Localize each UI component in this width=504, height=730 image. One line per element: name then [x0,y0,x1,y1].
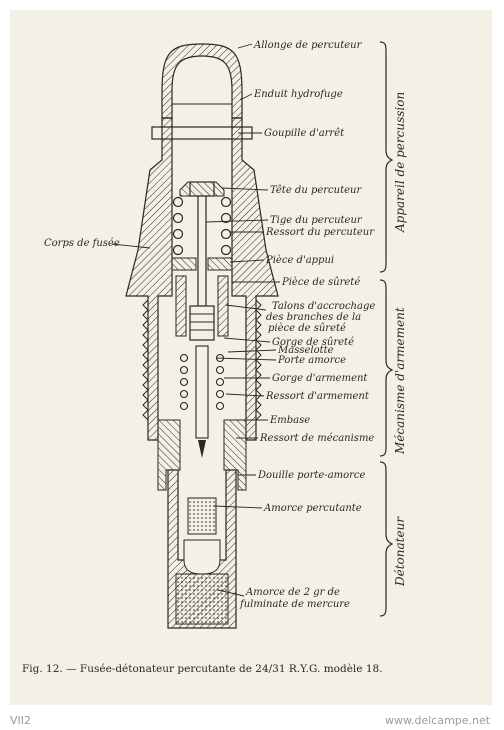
label-corps-de-fusee: Corps de fusée [44,238,120,249]
footer-watermark: www.delcampe.net [385,714,491,727]
label-piece-d-appui: Pièce d'appui [265,255,334,266]
label-gorge-de-surete: Gorge de sûreté [272,337,354,348]
label-piece-de-surete-2: pièce de sûreté [268,323,346,334]
label-ressort-d-armement: Ressort d'armement [265,391,370,402]
label-tige-du-percuteur: Tige du percuteur [270,215,363,226]
ressort-du-percuteur [172,196,232,256]
allonge-de-percuteur [161,43,243,119]
percuteur [179,181,225,307]
group-brackets [379,41,394,617]
label-des-branches: des branches de la [266,312,361,323]
label-masselotte: Masselotte [277,345,334,356]
label-amorce-de-2-gr: Amorce de 2 gr de [245,587,340,598]
leader-lines [111,43,280,597]
label-talons-d-accrochage: Talons d'accrochage [272,301,375,312]
label-fulminate-de-mercure: fulminate de mercure [239,599,350,610]
label-douille-porte-amorce: Douille porte-amorce [257,470,366,481]
group-appareil-de-percussion: Appareil de percussion [393,92,407,233]
piece-de-surete [175,275,229,341]
label-ressort-de-mecanisme: Ressort de mécanisme [259,433,374,444]
embase [157,419,247,491]
footer-left-mark: VII2 [10,714,31,727]
label-piece-de-surete: Pièce de sûreté [281,277,360,288]
label-embase: Embase [269,415,310,426]
label-porte-amorce: Porte amorce [277,355,346,366]
label-gorge-d-armement: Gorge d'armement [272,373,368,384]
piece-d-appui [171,257,233,271]
figure-caption: Fig. 12. — Fusée-détonateur percutante d… [22,663,383,675]
label-allonge-de-percuteur: Allonge de percuteur [253,40,363,51]
label-goupille-d-arret: Goupille d'arrêt [264,128,345,139]
label-enduit-hydrofuge: Enduit hydrofuge [253,89,343,100]
corps-de-fusee [125,117,279,441]
ressort-d-armement [179,345,225,458]
label-amorce-percutante: Amorce percutante [263,503,362,514]
douille-porte-amorce [167,469,237,629]
group-detonateur: Détonateur [393,516,407,587]
label-ressort-du-percuteur: Ressort du percuteur [265,227,375,238]
label-tete-du-percuteur: Tête du percuteur [270,185,362,196]
group-mecanisme-d-armement: Mécanisme d'armement [393,307,407,455]
